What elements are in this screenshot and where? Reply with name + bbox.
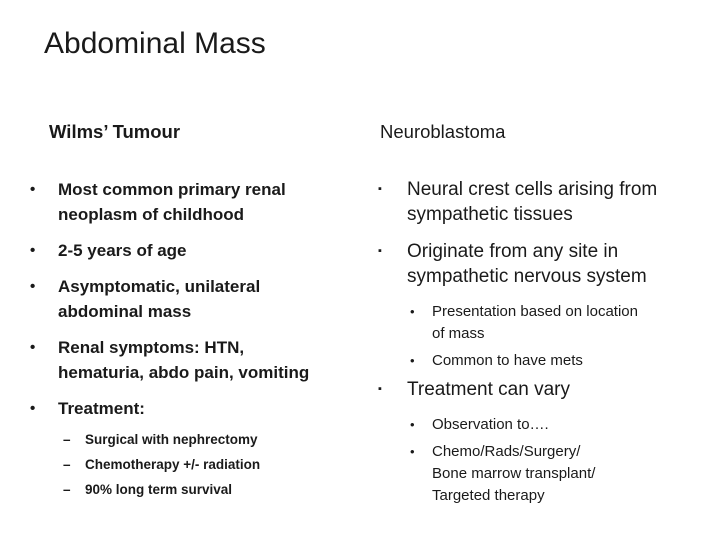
bullet-text: Chemotherapy +/- radiation — [85, 457, 261, 472]
bullet-text: Observation to…. — [432, 416, 549, 433]
bullet-text: 2-5 years of age — [58, 241, 187, 260]
disc-bullet-icon: • — [30, 181, 36, 198]
bullet-list-neuroblastoma: ▪ Neural crest cells arising from sympath… — [378, 177, 706, 507]
bullet-text: Treatment: — [58, 399, 145, 418]
bullet-text: Neural crest cells arising from sympathe… — [407, 179, 658, 225]
disc-bullet-icon: • — [30, 339, 36, 356]
disc-bullet-icon: • — [410, 353, 415, 368]
dash-bullet-icon: – — [63, 482, 71, 497]
square-bullet-icon: ▪ — [378, 383, 382, 395]
column-heading-wilms: Wilms’ Tumour — [49, 121, 181, 142]
square-bullet-icon: ▪ — [378, 183, 382, 195]
bullet-item: • Asymptomatic, unilateral abdominal mass — [30, 274, 368, 324]
column-wilms-tumour: Wilms’ Tumour • Most common primary renal… — [30, 120, 368, 507]
bullet-text: Presentation based on location of mass — [432, 303, 638, 342]
bullet-text: Originate from any site in sympathetic n… — [407, 241, 647, 287]
bullet-text: 90% long term survival — [85, 482, 233, 497]
bullet-item: • Chemo/Rads/Surgery/ Bone marrow transpl… — [410, 441, 706, 507]
bullet-text: Chemo/Rads/Surgery/ Bone marrow transpla… — [432, 443, 596, 504]
dash-bullet-icon: – — [63, 432, 71, 447]
bullet-item: • Renal symptoms: HTN, hematuria, abdo pa… — [30, 335, 368, 385]
disc-bullet-icon: • — [410, 417, 415, 432]
bullet-item: • Common to have mets — [410, 350, 706, 372]
bullet-text: Treatment can vary — [407, 379, 570, 400]
bullet-item: –Chemotherapy +/- radiation — [63, 457, 368, 473]
bullet-text: Surgical with nephrectomy — [85, 432, 258, 447]
bullet-item: ▪ Treatment can vary — [378, 377, 706, 402]
dash-bullet-icon: – — [63, 457, 71, 472]
bullet-item: • Observation to…. — [410, 414, 706, 436]
bullet-text: Most common primary renal neoplasm of ch… — [58, 180, 286, 224]
bullet-item: –90% long term survival — [63, 482, 368, 498]
bullet-text: Asymptomatic, unilateral abdominal mass — [58, 277, 261, 321]
bullet-text: Common to have mets — [432, 352, 583, 369]
disc-bullet-icon: • — [410, 304, 415, 319]
square-bullet-icon: ▪ — [378, 245, 382, 257]
disc-bullet-icon: • — [30, 242, 36, 259]
column-heading-neuroblastoma: Neuroblastoma — [380, 121, 506, 142]
bullet-text: Renal symptoms: HTN, hematuria, abdo pai… — [58, 338, 310, 382]
disc-bullet-icon: • — [410, 444, 415, 459]
disc-bullet-icon: • — [30, 400, 36, 417]
slide-title: Abdominal Mass — [44, 27, 266, 60]
bullet-item: ▪ Neural crest cells arising from sympath… — [378, 177, 706, 227]
disc-bullet-icon: • — [30, 278, 36, 295]
bullet-item: –Surgical with nephrectomy — [63, 432, 368, 448]
bullet-item: • Treatment: — [30, 396, 368, 421]
bullet-item: • Most common primary renal neoplasm of c… — [30, 177, 368, 227]
bullet-item: ▪ Originate from any site in sympathetic … — [378, 239, 706, 289]
bullet-list-wilms: • Most common primary renal neoplasm of c… — [30, 177, 368, 498]
bullet-item: • Presentation based on location of mass — [410, 301, 706, 345]
column-neuroblastoma: Neuroblastoma ▪ Neural crest cells arisin… — [378, 120, 706, 512]
bullet-item: • 2-5 years of age — [30, 238, 368, 263]
